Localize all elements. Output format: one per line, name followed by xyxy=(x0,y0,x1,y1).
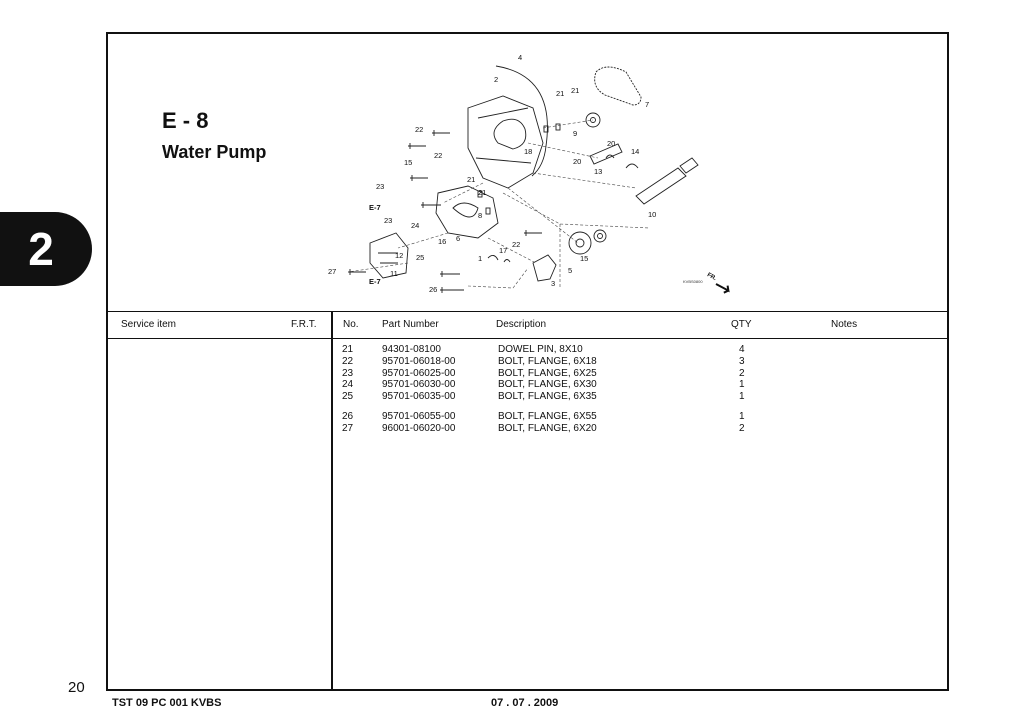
callout: 27 xyxy=(328,267,336,276)
callout: 1 xyxy=(478,254,482,263)
row-description: BOLT, FLANGE, 6X25 xyxy=(498,367,597,379)
callout: 12 xyxy=(395,251,403,260)
parts-catalog-frame: E - 8 Water Pump xyxy=(106,32,949,691)
row-part-number: 95701-06018-00 xyxy=(382,355,456,367)
callout: 24 xyxy=(411,221,419,230)
callout: 13 xyxy=(594,167,602,176)
row-description: DOWEL PIN, 8X10 xyxy=(498,344,583,355)
row-no: 26 xyxy=(342,410,354,422)
callout: 21 xyxy=(571,86,579,95)
row-description: BOLT, FLANGE, 6X55 xyxy=(498,410,597,422)
svg-text:FR.: FR. xyxy=(706,272,718,282)
row-no: 21 xyxy=(342,344,354,355)
header-qty: QTY xyxy=(731,319,752,330)
callout: 21 xyxy=(556,89,564,98)
callout: 26 xyxy=(429,285,437,294)
header-description: Description xyxy=(496,319,547,330)
callout: 23 xyxy=(384,216,392,225)
row-description: BOLT, FLANGE, 6X20 xyxy=(498,422,597,434)
header-no: No. xyxy=(343,319,359,330)
row-qty: 1 xyxy=(739,391,745,403)
row-description: BOLT, FLANGE, 6X35 xyxy=(498,391,597,403)
callout: 15 xyxy=(404,158,412,167)
row-description: BOLT, FLANGE, 6X18 xyxy=(498,355,597,367)
callout: 14 xyxy=(631,147,639,156)
callout: 10 xyxy=(648,210,656,219)
callout: 7 xyxy=(645,100,649,109)
callout: 5 xyxy=(568,266,572,275)
row-part-number: 95701-06030-00 xyxy=(382,379,456,391)
callout: 25 xyxy=(416,253,424,262)
row-qty: 2 xyxy=(739,367,745,379)
row-qty: 4 xyxy=(739,344,745,355)
callout: 18 xyxy=(524,147,532,156)
table-header: Service item F.R.T. No. Part Number Desc… xyxy=(108,311,947,339)
callout: 9 xyxy=(573,129,577,138)
callout: 3 xyxy=(551,279,555,288)
row-part-number: 94301-08100 xyxy=(382,344,441,355)
row-part-number: 96001-06020-00 xyxy=(382,422,456,434)
callout: 16 xyxy=(438,237,446,246)
section-code: E - 8 xyxy=(162,108,209,133)
callout: E-7 xyxy=(369,203,381,212)
figure-code: KVBS0800 xyxy=(683,279,703,284)
row-no: 25 xyxy=(342,391,354,403)
diagram-area: E - 8 Water Pump xyxy=(108,34,947,312)
row-qty: 3 xyxy=(739,355,745,367)
document-date: 07 . 07 . 2009 xyxy=(491,697,559,709)
callout: 8 xyxy=(478,211,482,220)
callout: 17 xyxy=(499,246,507,255)
row-no: 22 xyxy=(342,355,354,367)
row-description: BOLT, FLANGE, 6X30 xyxy=(498,379,597,391)
row-qty: 1 xyxy=(739,379,745,391)
callout: 22 xyxy=(434,151,442,160)
header-notes: Notes xyxy=(831,319,858,330)
callout: 21 xyxy=(478,188,486,197)
callout: 20 xyxy=(573,157,581,166)
row-part-number: 95701-06035-00 xyxy=(382,391,456,403)
row-qty: 2 xyxy=(739,422,745,434)
header-frt: F.R.T. xyxy=(291,319,317,330)
row-qty: 1 xyxy=(739,410,745,422)
callout: 4 xyxy=(518,53,522,62)
callout: 6 xyxy=(456,234,460,243)
callout: 11 xyxy=(390,269,398,278)
header-service-item: Service item xyxy=(121,319,177,330)
water-pump-exploded-view: 2 4 21 21 7 9 20 22 18 14 20 13 15 22 21… xyxy=(328,53,730,294)
callout: 20 xyxy=(607,139,615,148)
row-no: 27 xyxy=(342,422,354,434)
callout: 21 xyxy=(467,175,475,184)
document-code: TST 09 PC 001 KVBS xyxy=(112,697,222,709)
callout: E-7 xyxy=(369,277,381,286)
row-no: 24 xyxy=(342,379,354,391)
row-part-number: 95701-06025-00 xyxy=(382,367,456,379)
page-number: 20 xyxy=(68,679,85,696)
chapter-tab[interactable]: 2 xyxy=(0,212,92,286)
section-title: Water Pump xyxy=(162,142,267,162)
row-part-number: 95701-06055-00 xyxy=(382,410,456,422)
callout: 2 xyxy=(494,75,498,84)
front-direction-arrow-icon: FR. xyxy=(706,272,730,294)
callout: 22 xyxy=(512,240,520,249)
column-divider xyxy=(331,311,333,691)
callout: 22 xyxy=(415,125,423,134)
callout: 23 xyxy=(376,182,384,191)
header-part-number: Part Number xyxy=(382,319,439,330)
row-no: 23 xyxy=(342,367,354,379)
callout: 15 xyxy=(580,254,588,263)
